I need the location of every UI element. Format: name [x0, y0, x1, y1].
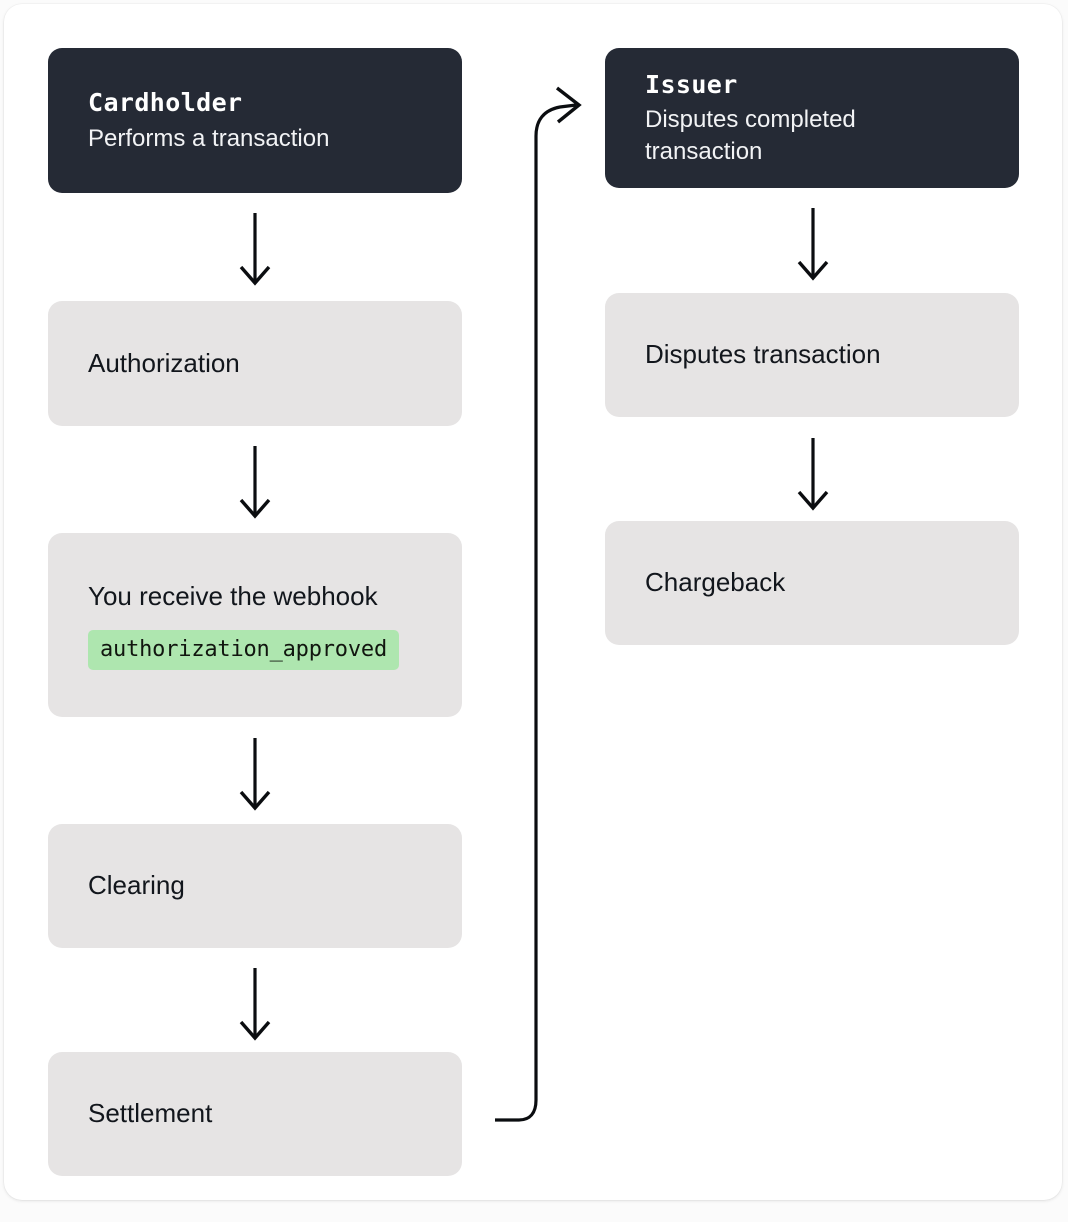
step-box-authorization[interactable]: Authorization: [48, 301, 462, 426]
step-box-webhook-label: You receive the webhook: [88, 581, 378, 612]
step-box-webhook[interactable]: You receive the webhook authorization_ap…: [48, 533, 462, 717]
actor-card-cardholder[interactable]: Cardholder Performs a transaction: [48, 48, 462, 193]
actor-card-issuer-title: Issuer: [645, 70, 738, 100]
actor-card-issuer-description: Disputes completed transaction: [645, 106, 856, 165]
step-box-settlement[interactable]: Settlement: [48, 1052, 462, 1176]
step-box-settlement-label: Settlement: [88, 1098, 213, 1129]
step-box-disputes-transaction-label: Disputes transaction: [645, 339, 881, 370]
step-box-chargeback-label: Chargeback: [645, 567, 786, 598]
actor-card-issuer[interactable]: Issuer Disputes completed transaction: [605, 48, 1019, 188]
step-box-clearing-label: Clearing: [88, 870, 185, 901]
actor-card-cardholder-title: Cardholder: [88, 88, 243, 118]
step-box-clearing[interactable]: Clearing: [48, 824, 462, 948]
step-box-authorization-label: Authorization: [88, 347, 240, 378]
webhook-event-code-chip[interactable]: authorization_approved: [88, 629, 399, 670]
step-box-disputes-transaction[interactable]: Disputes transaction: [605, 293, 1019, 417]
actor-card-cardholder-description: Performs a transaction: [88, 124, 330, 152]
step-box-chargeback[interactable]: Chargeback: [605, 521, 1019, 645]
